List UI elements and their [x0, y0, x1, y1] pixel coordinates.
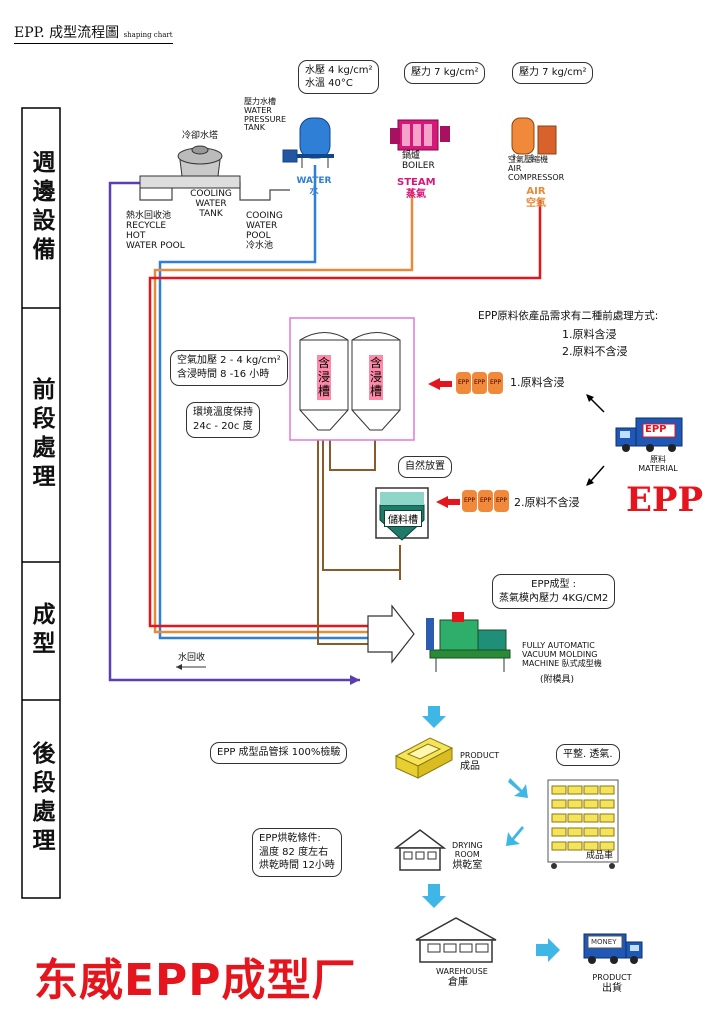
air-callout: 壓力 7 kg/cm² [512, 62, 594, 84]
shipping-truck-label: MONEY [591, 938, 617, 946]
shipping-truck [583, 933, 643, 964]
steam-callout: 壓力 7 kg/cm² [404, 62, 486, 84]
cooling-tower-label: 冷卻水塔 [182, 131, 219, 141]
machine-mold-label: (附模具) [540, 675, 575, 685]
footer-brand: 东威EPP成型厂 [34, 955, 357, 1006]
epp-bags-nosoak: EPP EPP EPP [462, 490, 509, 512]
product-cart [547, 779, 619, 869]
path1-label: 1.原料含浸 [510, 376, 565, 389]
stage-posttreatment: 後段處理 [28, 741, 55, 857]
water-pipe [158, 165, 368, 640]
stage-peripheral: 週邊設備 [28, 150, 55, 266]
pretreatment-option-2: 2.原料不含浸 [562, 345, 628, 358]
air-pipe [148, 200, 542, 628]
air-compressor [511, 117, 557, 162]
down-arrow-1 [422, 706, 446, 728]
epp-brand: EPP [626, 480, 704, 520]
soak-tank-label-2: 含浸槽 [369, 355, 383, 401]
feed-arrow [367, 604, 415, 664]
molding-machine [426, 612, 511, 672]
cooling-tower [139, 145, 241, 189]
material-pipe [317, 440, 368, 645]
molding-callout: EPP成型 :蒸氣模內壓力 4KG/CM2 [492, 574, 616, 609]
soaking-frame [289, 317, 415, 441]
return-pipe [108, 181, 360, 682]
flatness-callout: 平整. 透氣. [556, 744, 620, 766]
storage-tank-label: 儲料槽 [384, 510, 422, 527]
pressure-tank [282, 117, 334, 168]
pretreatment-option-1: 1.原料含浸 [562, 328, 617, 341]
inspection-callout: EPP 成型品管採 100%檢驗 [210, 742, 348, 764]
soak-tank-label-1: 含浸槽 [317, 355, 331, 401]
epp-bags-soak: EPP EPP EPP [456, 372, 503, 394]
water-return-label: 水回收 [178, 653, 206, 663]
natural-callout: 自然放置 [398, 456, 452, 478]
warehouse-building [415, 917, 497, 963]
page-title: EPP. 成型流程圖 shaping chart [14, 22, 173, 44]
steam-pipe [153, 190, 414, 634]
path2-label: 2.原料不含浸 [514, 496, 580, 509]
stage-frame [21, 107, 61, 899]
stage-molding: 成型 [28, 602, 55, 660]
pretreatment-intro: EPP原料依產品需求有二種前處理方式: [478, 310, 659, 322]
drying-room-house [393, 829, 447, 871]
material-truck [615, 417, 683, 452]
drying-callout: EPP烘乾條件:溫度 82 度左右烘乾時間 12小時 [252, 828, 342, 877]
soaking-tanks [299, 332, 401, 431]
product-box [394, 737, 454, 779]
product-cart-label: 成品車 [586, 851, 614, 861]
truck-epp-label: EPP [645, 424, 667, 435]
boiler [390, 119, 450, 151]
stage-pretreatment: 前段處理 [28, 377, 55, 493]
